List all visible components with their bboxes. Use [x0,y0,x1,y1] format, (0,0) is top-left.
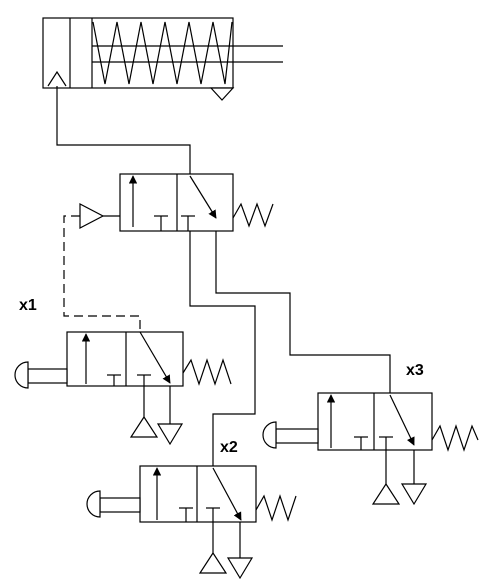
valve-x2 [86,465,297,580]
valve-x1 [14,331,232,446]
label-x1: x1 [19,297,37,314]
valve-x3 [262,392,479,506]
label-x2: x2 [220,439,238,456]
main-valve [79,173,274,232]
label-x3: x3 [406,362,424,379]
spring-return-cylinder [42,17,283,101]
air-lines [56,86,391,466]
